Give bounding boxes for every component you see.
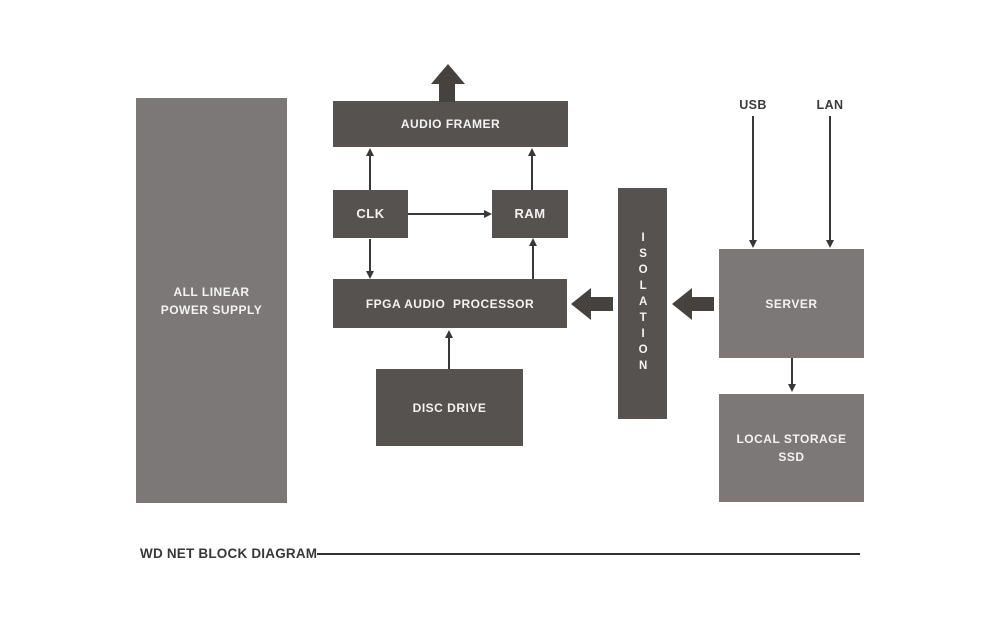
block-fpga-audio-processor: FPGA AUDIO PROCESSOR: [333, 279, 567, 328]
block-disc-drive: DISC DRIVE: [376, 369, 523, 446]
ram-label: RAM: [514, 206, 546, 222]
lan-label: LAN: [816, 98, 844, 112]
block-power-supply: ALL LINEAR POWER SUPPLY: [136, 98, 287, 503]
block-clk: CLK: [333, 190, 408, 238]
isolation-label: ISOLATION: [637, 231, 650, 376]
block-isolation: ISOLATION: [618, 188, 667, 419]
usb-label: USB: [739, 98, 767, 112]
title-rule: [317, 553, 860, 555]
clk-label: CLK: [356, 206, 385, 222]
disc-drive-label: DISC DRIVE: [412, 400, 487, 415]
block-ram: RAM: [492, 190, 568, 238]
audio-framer-label: AUDIO FRAMER: [400, 117, 501, 131]
block-local-storage-ssd: LOCAL STORAGE SSD: [719, 394, 864, 502]
diagram-title: WD NET BLOCK DIAGRAM: [140, 546, 318, 561]
power-supply-label: ALL LINEAR POWER SUPPLY: [160, 284, 263, 317]
local-storage-ssd-label: LOCAL STORAGE SSD: [736, 432, 847, 464]
server-label: SERVER: [765, 296, 818, 311]
fpga-audio-processor-label: FPGA AUDIO PROCESSOR: [365, 296, 535, 311]
block-server: SERVER: [719, 249, 864, 358]
block-audio-framer: AUDIO FRAMER: [333, 101, 568, 147]
